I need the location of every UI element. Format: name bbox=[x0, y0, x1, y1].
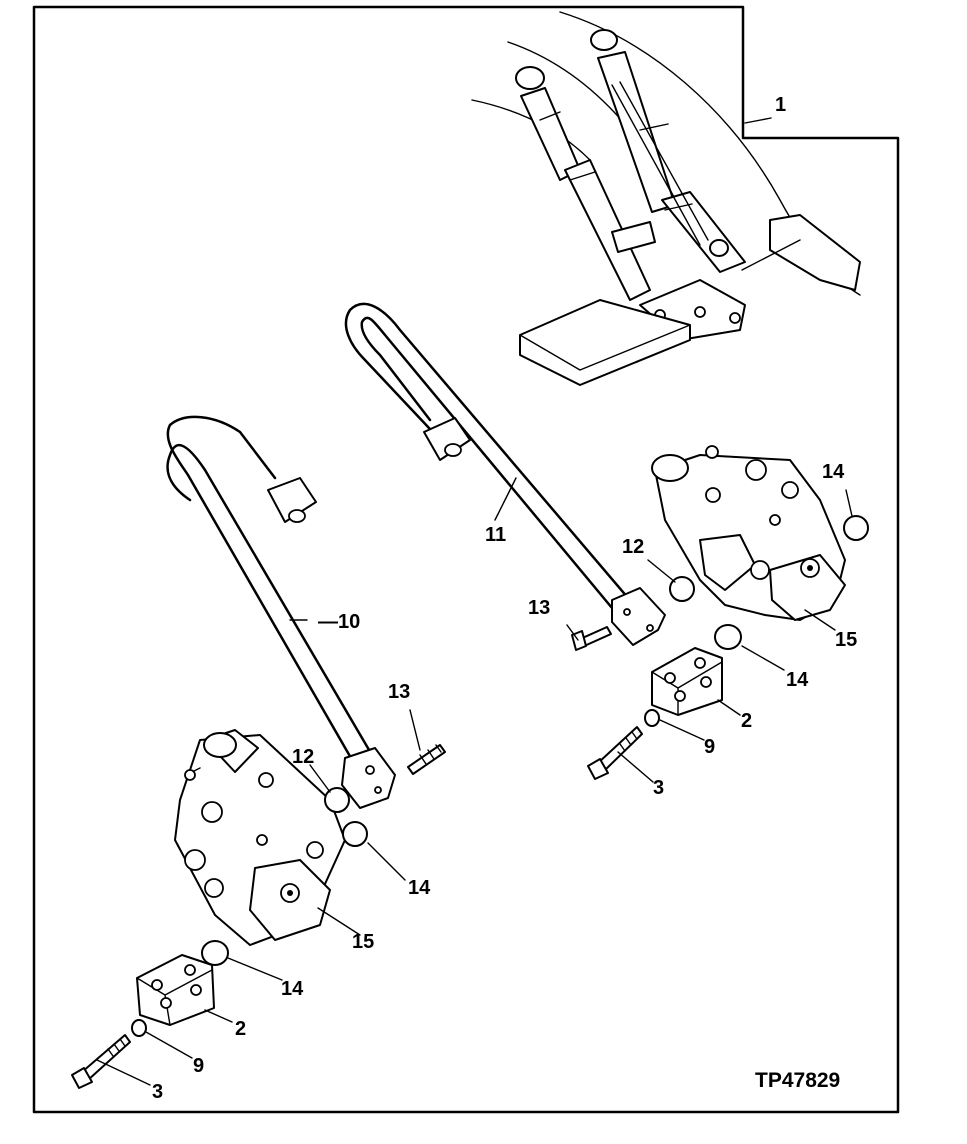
callout-13-right: 13 bbox=[528, 597, 550, 619]
callout-15-right: 15 bbox=[835, 629, 857, 651]
valve-left bbox=[174, 729, 346, 946]
callout-13-left: 13 bbox=[388, 681, 410, 703]
o-ring-14-left-upper bbox=[342, 821, 368, 847]
boom-cylinder-assembly bbox=[471, 11, 861, 386]
hose-10 bbox=[166, 415, 396, 809]
flange-block-2-right bbox=[651, 647, 723, 716]
washer-9-right bbox=[644, 709, 660, 727]
callout-15-left: 15 bbox=[352, 931, 374, 953]
left-cylinder bbox=[515, 66, 656, 301]
callout-2-left: 2 bbox=[235, 1018, 246, 1040]
o-ring-14-left-lower bbox=[201, 940, 229, 966]
callout-14-left-upper: 14 bbox=[408, 877, 431, 899]
leader-lines bbox=[96, 117, 853, 1086]
callout-3-left: 3 bbox=[152, 1081, 163, 1103]
callout-10: —10 bbox=[318, 611, 360, 633]
callout-3-right: 3 bbox=[653, 777, 664, 799]
callout-9-left: 9 bbox=[193, 1055, 204, 1077]
cap-screw-3-left bbox=[71, 1034, 131, 1089]
o-ring-14-right-lower bbox=[714, 624, 742, 650]
screw-13-right bbox=[571, 626, 612, 651]
callout-14-left-lower: 14 bbox=[281, 978, 304, 1000]
hose-11 bbox=[344, 302, 666, 646]
callout-1: 1 bbox=[775, 94, 786, 116]
valve-right bbox=[651, 445, 846, 621]
o-ring-12-right bbox=[669, 576, 695, 602]
callout-11: 11 bbox=[485, 524, 506, 546]
o-ring-14-right-upper bbox=[843, 515, 869, 541]
right-cylinder bbox=[590, 29, 746, 273]
screw-13-left bbox=[407, 744, 446, 775]
callout-2-right: 2 bbox=[741, 710, 752, 732]
o-ring-12-left bbox=[324, 787, 350, 813]
callout-12-left: 12 bbox=[292, 746, 314, 768]
figure-id: TP47829 bbox=[755, 1069, 840, 1092]
diagram-frame bbox=[32, 5, 900, 1114]
callout-12-right: 12 bbox=[622, 536, 644, 558]
flange-block-2-left bbox=[136, 954, 215, 1026]
callout-14-right-upper: 14 bbox=[822, 461, 845, 483]
washer-9-left bbox=[131, 1019, 147, 1037]
cap-screw-3-right bbox=[587, 726, 643, 780]
callout-9-right: 9 bbox=[704, 736, 715, 758]
callout-14-right-lower: 14 bbox=[786, 669, 809, 691]
